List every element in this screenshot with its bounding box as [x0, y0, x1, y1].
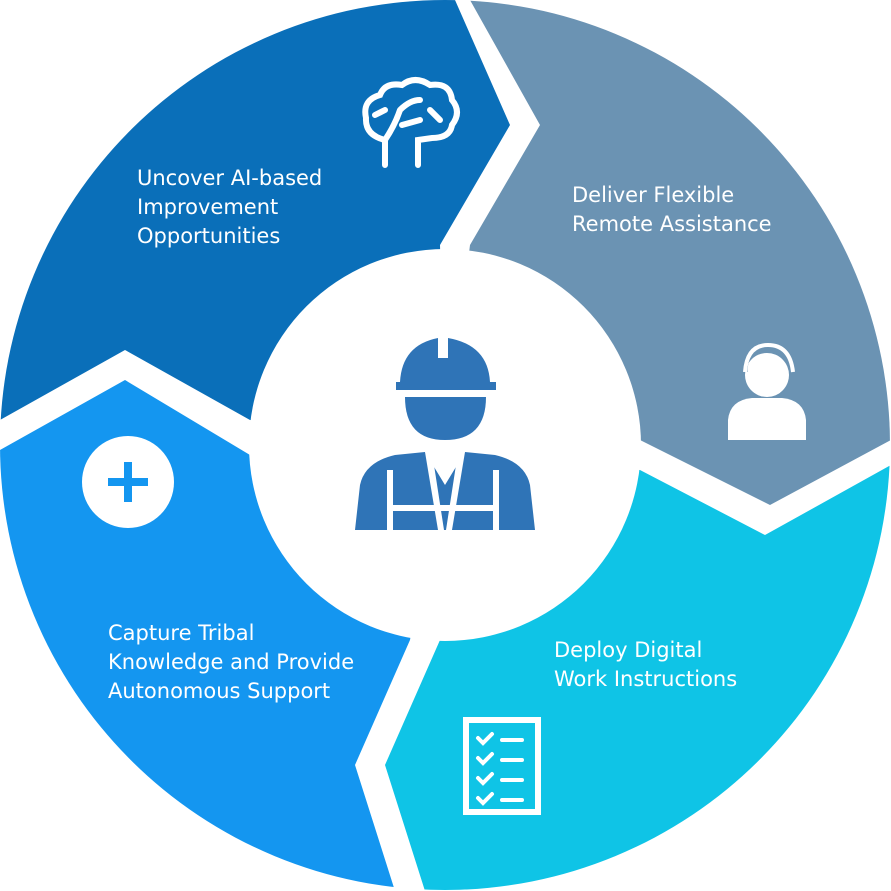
label-line: Remote Assistance [572, 212, 772, 236]
segment-ai-label: Uncover AI-based Improvement Opportuniti… [137, 164, 322, 251]
segment-instructions-label: Deploy Digital Work Instructions [554, 636, 737, 694]
segment-remote-label: Deliver Flexible Remote Assistance [572, 181, 772, 239]
construction-worker-icon [355, 338, 535, 530]
headset-user-icon [728, 342, 806, 440]
plus-circle-icon [82, 436, 174, 528]
label-line: Opportunities [137, 224, 281, 248]
label-line: Capture Tribal [108, 621, 255, 645]
segment-knowledge-label: Capture Tribal Knowledge and Provide Aut… [108, 619, 354, 706]
brain-icon [362, 77, 460, 168]
label-line: Deploy Digital [554, 638, 703, 662]
label-line: Knowledge and Provide [108, 650, 355, 674]
label-line: Uncover AI-based [137, 166, 323, 190]
label-line: Deliver Flexible [572, 183, 735, 207]
center-circle [249, 249, 641, 641]
checklist-icon [463, 717, 541, 815]
label-line: Autonomous Support [108, 679, 331, 703]
label-line: Work Instructions [554, 667, 738, 691]
label-line: Improvement [137, 195, 279, 219]
